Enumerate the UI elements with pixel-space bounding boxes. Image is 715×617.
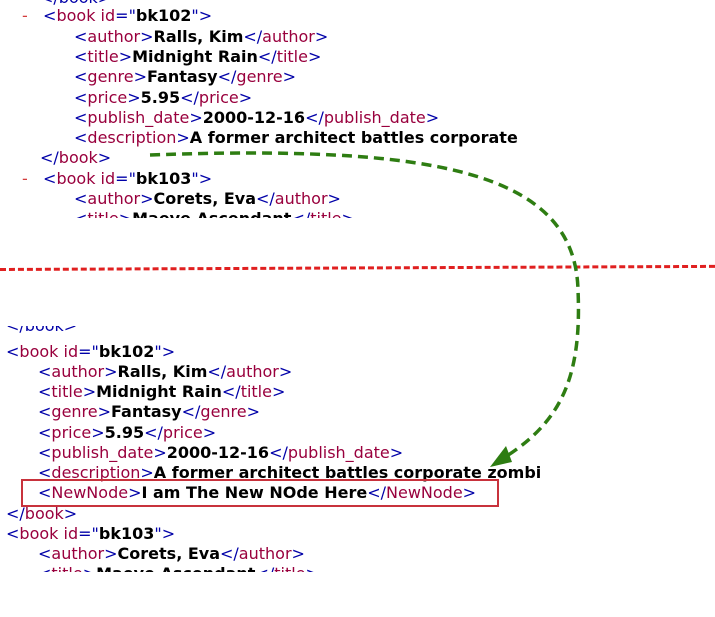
collapse-toggle[interactable]: - bbox=[22, 169, 28, 188]
xml-element-new-node: <NewNode>I am The New NOde Here</NewNode… bbox=[38, 483, 477, 502]
xml-book-close: </book> bbox=[40, 148, 112, 167]
xml-element-title: <title>Midnight Rain</title> bbox=[38, 382, 286, 401]
xml-partial-line: </book> bbox=[40, 0, 111, 8]
xml-element-publish-date: <publish_date>2000-12-16</publish_date> bbox=[74, 108, 440, 127]
panel-divider bbox=[0, 264, 715, 271]
xml-partial-line: </book> bbox=[6, 326, 77, 336]
xml-element-author: <author>Ralls, Kim</author> bbox=[38, 362, 293, 381]
xml-element-title: <title>Maeve Ascendant</title> bbox=[74, 209, 355, 218]
collapse-toggle[interactable]: - bbox=[22, 6, 28, 25]
xml-book-open-bk103[interactable]: - <book id="bk103"> bbox=[22, 169, 213, 188]
xml-element-price: <price>5.95</price> bbox=[74, 88, 253, 107]
xml-element-title: <title>Midnight Rain</title> bbox=[74, 47, 322, 66]
xml-element-description: <description>A former architect battles … bbox=[74, 128, 518, 147]
xml-element-description: <description>A former architect battles … bbox=[38, 463, 542, 482]
top-xml-panel: </book> - <book id="bk102"> <author>Rall… bbox=[0, 0, 715, 218]
xml-element-author: <author>Corets, Eva</author> bbox=[74, 189, 341, 208]
xml-book-open-bk103: <book id="bk103"> bbox=[6, 524, 176, 543]
xml-element-author: <author>Ralls, Kim</author> bbox=[74, 27, 329, 46]
xml-book-open-bk102[interactable]: - <book id="bk102"> bbox=[22, 6, 213, 25]
xml-element-genre: <genre>Fantasy</genre> bbox=[38, 402, 261, 421]
bottom-xml-panel: </book> <book id="bk102"> <author>Ralls,… bbox=[0, 326, 715, 572]
xml-element-publish-date: <publish_date>2000-12-16</publish_date> bbox=[38, 443, 404, 462]
xml-element-price: <price>5.95</price> bbox=[38, 423, 217, 442]
new-node-highlight-box bbox=[21, 479, 499, 507]
xml-element-title: <title>Maeve Ascendant</title> bbox=[38, 564, 319, 572]
xml-book-close: </book> bbox=[6, 504, 78, 523]
xml-book-open-bk102: <book id="bk102"> bbox=[6, 342, 176, 361]
xml-element-genre: <genre>Fantasy</genre> bbox=[74, 67, 297, 86]
xml-element-author: <author>Corets, Eva</author> bbox=[38, 544, 305, 563]
